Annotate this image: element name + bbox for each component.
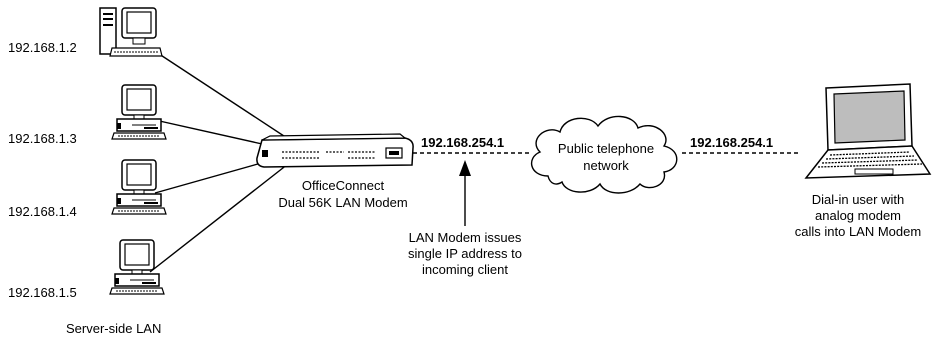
link-host-4 <box>149 163 289 273</box>
link-host-3 <box>154 159 273 194</box>
modem-label-line1: OfficeConnect <box>302 178 385 193</box>
lan-host-3 <box>111 159 167 215</box>
modem-label-line2: Dual 56K LAN Modem <box>278 195 407 210</box>
computer-icon <box>111 84 167 140</box>
modem-ip: 192.168.254.1 <box>421 135 504 150</box>
cloud-label-line1: Public telephone <box>558 141 654 156</box>
host-ip-3: 192.168.1.4 <box>8 204 77 219</box>
cloud-icon <box>530 115 678 194</box>
client-ip: 192.168.254.1 <box>690 135 773 150</box>
computer-icon <box>111 159 167 215</box>
note-line2: single IP address to <box>408 246 522 261</box>
link-host-1 <box>149 47 291 141</box>
link-host-2 <box>154 119 281 149</box>
computer-icon <box>109 7 163 57</box>
arrow-head <box>459 160 471 176</box>
lan-host-2 <box>111 84 167 140</box>
client-label-line1: Dial-in user with <box>812 192 904 207</box>
lan-caption: Server-side LAN <box>66 321 161 336</box>
laptop-icon <box>804 83 932 179</box>
host-ip-1: 192.168.1.2 <box>8 40 77 55</box>
host-ip-4: 192.168.1.5 <box>8 285 77 300</box>
note-line1: LAN Modem issues <box>409 230 522 245</box>
cloud-label-line2: network <box>583 158 629 173</box>
client-label-line2: analog modem <box>815 208 901 223</box>
note-line3: incoming client <box>422 262 508 277</box>
host-ip-2: 192.168.1.3 <box>8 131 77 146</box>
lan-modem-icon <box>256 133 414 168</box>
client-label-line3: calls into LAN Modem <box>795 224 921 239</box>
lan-host-1 <box>99 7 163 57</box>
